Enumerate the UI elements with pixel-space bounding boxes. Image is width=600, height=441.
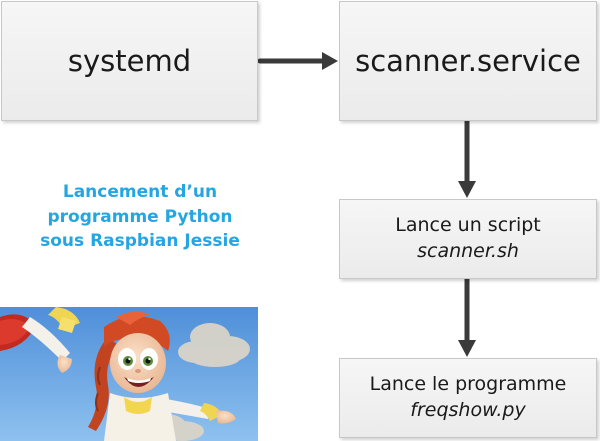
caption-line-3: sous Raspbian Jessie [40, 231, 240, 252]
caption-line-2: programme Python [47, 206, 233, 227]
node-lance-programme-line1: Lance le programme [369, 373, 567, 396]
edge-service-to-script [458, 117, 476, 198]
node-scanner-service: scanner.service [339, 1, 597, 121]
node-lance-script-line1: Lance un script [395, 214, 541, 237]
cartoon-cowgirl-image [0, 307, 258, 441]
node-lance-script: Lance un script scanner.sh [339, 199, 597, 279]
node-lance-script-filename: scanner.sh [417, 240, 519, 262]
edge-script-to-program [458, 275, 476, 357]
edge-systemd-to-service [257, 52, 338, 70]
node-systemd: systemd [1, 1, 258, 121]
node-lance-programme: Lance le programme freqshow.py [339, 358, 597, 438]
node-scanner-service-label: scanner.service [355, 44, 581, 78]
node-systemd-label: systemd [67, 44, 192, 78]
cartoon-illustration [0, 307, 258, 441]
caption-line-1: Lancement d’un [62, 182, 218, 202]
eyes-shape [118, 348, 158, 370]
diagram-caption: Lancement d’un programme Python sous Ras… [20, 180, 260, 254]
node-lance-programme-filename: freqshow.py [410, 399, 526, 421]
cloud-shape [134, 323, 250, 441]
